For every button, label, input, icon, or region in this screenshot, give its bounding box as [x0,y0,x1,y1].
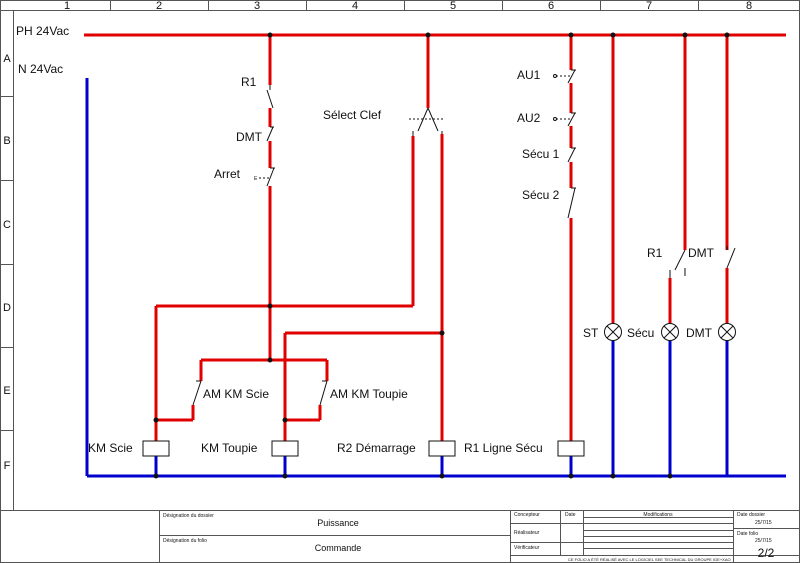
contact-au2-label: AU2 [517,111,541,125]
contact-dmt-lamp [726,246,736,269]
date-column-header: Date [565,512,576,518]
coil-r1-ligne-secu-label: R1 Ligne Sécu [464,441,543,455]
column-number: 7 [646,0,652,12]
row-letter: C [3,219,11,231]
page-number: 2/2 [758,546,775,560]
contact-dmt-lamp-label: DMT [688,246,715,260]
lamp-dmt-label: DMT [686,326,713,340]
lamp-secu [661,323,679,341]
column-number: 8 [746,0,752,12]
lamp-st-label: ST [583,326,599,340]
row-letter: E [3,385,10,397]
contact-am-km-scie [192,380,202,406]
key-selector-label: Sélect Clef [323,108,382,122]
column-number: 3 [254,0,260,12]
coil-km-toupie [271,440,299,457]
key-selector-switch [409,107,444,136]
designation-folio-value: Commande [315,543,362,553]
contact-am-km-toupie-label: AM KM Toupie [330,387,408,401]
column-number: 5 [450,0,456,12]
row-letter: A [3,53,11,65]
column-number: 1 [64,0,70,12]
neutral-label: N 24Vac [18,62,63,76]
coil-km-toupie-label: KM Toupie [201,441,258,455]
lamp-dmt [718,323,736,341]
designation-dossier-value: Puissance [317,518,359,528]
phase-label: PH 24Vac [16,24,69,38]
coil-r2-demarrage [428,440,456,457]
concepteur-label: Concepteur [514,512,540,518]
contact-am-km-scie-label: AM KM Scie [203,387,269,401]
date-dossier-label: Date dossier [737,512,765,518]
column-number: 2 [156,0,162,12]
contact-au1-label: AU1 [517,68,541,82]
title-block [159,510,800,563]
contact-r1 [266,85,274,109]
verificateur-label: Vérificateur [514,545,540,551]
contact-r1-lamp [669,249,686,278]
coil-r2-demarrage-label: R2 Démarrage [337,441,416,455]
row-letter: B [3,135,10,147]
contact-dmt-label: DMT [236,130,263,144]
contact-arret-label: Arret [214,167,241,181]
coil-r1-ligne-secu [557,440,585,457]
contact-dmt [266,126,274,142]
designation-folio-label: Désignation du folio [163,538,207,544]
footer-note: CE FOLIO A ÉTÉ RÉALISÉ AVEC LE LOGICIEL … [568,557,731,562]
contact-am-km-toupie [319,380,328,406]
column-number: 4 [352,0,358,12]
contact-secu2-label: Sécu 2 [522,188,560,202]
contact-au2 [553,112,576,127]
contact-secu2 [567,187,576,219]
date-dossier-value: 25/7/15 [755,520,772,526]
contact-r1-label: R1 [241,75,257,89]
row-letter: D [3,302,11,314]
contact-arret [259,167,275,187]
row-dividers [0,96,13,431]
coil-km-scie-label: KM Scie [88,441,133,455]
column-number: 6 [548,0,554,12]
row-letter: F [4,460,11,472]
contact-au1 [553,69,576,84]
contact-r1-lamp-label: R1 [647,246,663,260]
phase-wires [84,33,786,441]
contact-secu1-label: Sécu 1 [522,147,560,161]
date-folio-label: Date folio [737,531,758,537]
contact-secu1 [567,147,576,163]
column-dividers [110,0,699,10]
date-folio-value: 25/7/15 [755,538,772,544]
junction-dots [153,32,730,479]
lamp-st [604,323,622,341]
realisateur-label: Réalisateur [514,530,540,536]
coil-km-scie [142,440,170,457]
lamp-secu-label: Sécu [627,326,654,340]
modifications-header: Modifications [643,512,673,518]
designation-dossier-label: Désignation du dossier [163,513,214,519]
contact-arret-mark: E [254,176,258,182]
